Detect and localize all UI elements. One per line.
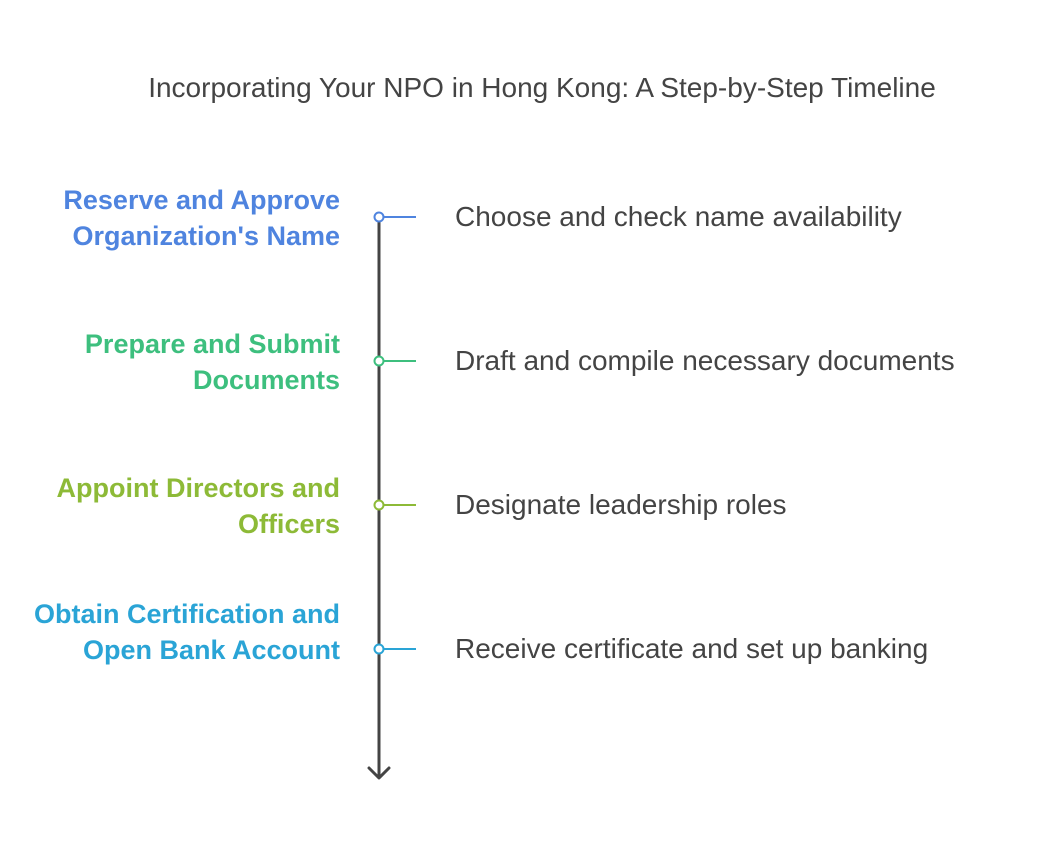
timeline-arrowhead: [367, 766, 391, 780]
step-2-description: Draft and compile necessary documents: [455, 345, 955, 376]
step-3-marker: [373, 499, 385, 511]
diagram-title: Incorporating Your NPO in Hong Kong: A S…: [148, 72, 936, 103]
step-1-description: Choose and check name availability: [455, 201, 902, 232]
step-2-label: Prepare and Submit Documents: [84, 329, 340, 395]
step-2-marker: [373, 355, 385, 367]
step-4-marker: [373, 643, 385, 655]
step-3-label: Appoint Directors and Officers: [56, 473, 340, 539]
step-4-description: Receive certificate and set up banking: [455, 633, 929, 664]
step-4-label: Obtain Certification and Open Bank Accou…: [33, 599, 340, 665]
step-1-marker: [373, 211, 385, 223]
step-1-label: Reserve and Approve Organization's Name: [63, 185, 340, 251]
step-3-description: Designate leadership roles: [455, 489, 787, 520]
